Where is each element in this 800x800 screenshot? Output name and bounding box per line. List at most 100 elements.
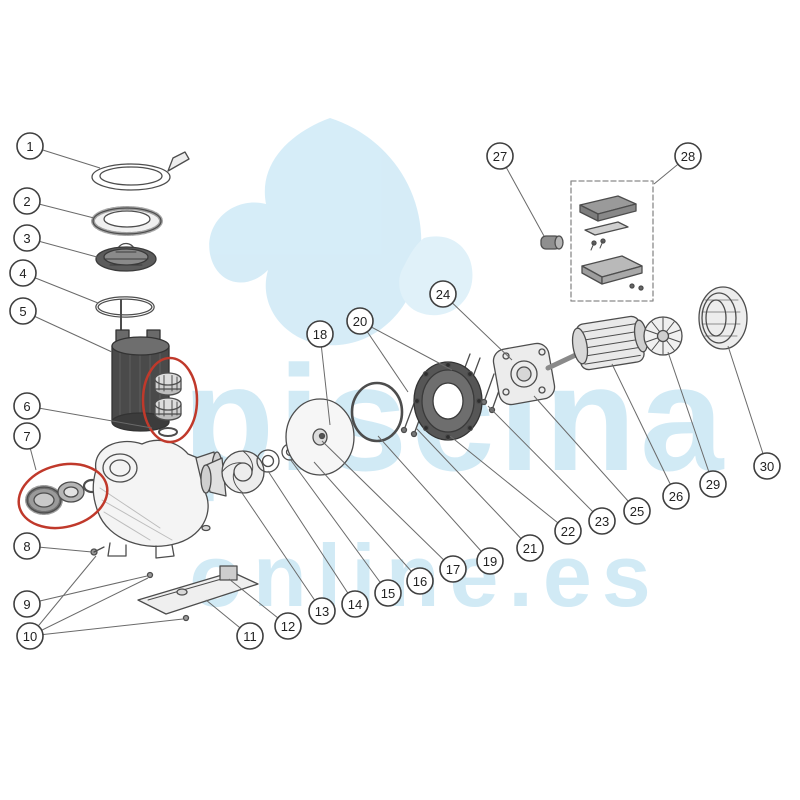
callout-25: 25 <box>623 497 651 525</box>
part-impeller <box>200 450 265 497</box>
svg-text:4: 4 <box>19 266 26 281</box>
highlight-ellipse <box>141 356 199 444</box>
leader-line-6 <box>26 405 153 429</box>
callout-13: 13 <box>308 597 336 625</box>
part-fan <box>643 316 683 356</box>
leader-line-5 <box>22 310 113 353</box>
part-lid-clamp <box>91 151 190 191</box>
part-motor-flange <box>492 342 556 406</box>
svg-text:16: 16 <box>413 574 427 589</box>
part-fasteners <box>90 524 211 622</box>
callout-1: 1 <box>16 132 44 160</box>
callout-24: 24 <box>429 280 457 308</box>
svg-text:9: 9 <box>23 597 30 612</box>
part-fan-cover <box>698 286 748 350</box>
part-terminal-box <box>570 180 654 302</box>
svg-text:10: 10 <box>23 629 37 644</box>
leader-line-15 <box>289 458 389 594</box>
leader-line-9 <box>26 575 148 605</box>
part-capacitor <box>540 235 564 250</box>
svg-text:21: 21 <box>523 541 537 556</box>
svg-text:23: 23 <box>595 514 609 529</box>
svg-text:30: 30 <box>760 459 774 474</box>
svg-text:5: 5 <box>19 304 26 319</box>
callout-12: 12 <box>274 612 302 640</box>
svg-text:22: 22 <box>561 524 575 539</box>
svg-text:26: 26 <box>669 489 683 504</box>
leader-line-17 <box>321 440 454 570</box>
part-body-gasket <box>350 381 404 443</box>
leader-line-30 <box>727 345 768 467</box>
callout-17: 17 <box>439 555 467 583</box>
callout-18: 18 <box>306 320 334 348</box>
callout-19: 19 <box>476 547 504 575</box>
part-base-plate <box>137 571 259 615</box>
callout-23: 23 <box>588 507 616 535</box>
svg-text:7: 7 <box>23 429 30 444</box>
leader-line-14 <box>267 470 356 605</box>
part-drain-plugs <box>154 372 182 437</box>
svg-text:3: 3 <box>23 231 30 246</box>
svg-text:27: 27 <box>493 149 507 164</box>
callout-4: 4 <box>9 259 37 287</box>
svg-text:8: 8 <box>23 539 30 554</box>
svg-text:1: 1 <box>26 139 33 154</box>
leader-line-23 <box>487 405 603 522</box>
leader-line-22 <box>449 435 569 532</box>
leader-line-19 <box>377 435 491 562</box>
part-seal-plate <box>413 361 483 441</box>
callout-14: 14 <box>341 590 369 618</box>
svg-text:12: 12 <box>281 619 295 634</box>
leader-line-10 <box>29 618 184 637</box>
part-strainer-basket <box>95 242 157 272</box>
leader-line-10 <box>29 577 149 637</box>
leader-line-27 <box>499 155 545 237</box>
leader-line-10 <box>29 555 97 637</box>
leader-line-29 <box>667 351 714 485</box>
leader-line-24 <box>442 293 513 361</box>
svg-text:29: 29 <box>706 477 720 492</box>
leader-line-20 <box>359 320 409 393</box>
svg-text:17: 17 <box>446 562 460 577</box>
callout-16: 16 <box>406 567 434 595</box>
callout-15: 15 <box>374 579 402 607</box>
svg-text:18: 18 <box>313 327 327 342</box>
callout-28: 28 <box>674 142 702 170</box>
highlights-layer <box>17 356 199 530</box>
highlight-ellipse <box>17 462 109 530</box>
part-mechanical-seal <box>256 449 280 473</box>
watermark-swirl <box>209 118 422 346</box>
callout-11: 11 <box>236 622 264 650</box>
svg-text:20: 20 <box>353 314 367 329</box>
leader-line-26 <box>611 363 677 497</box>
svg-text:2: 2 <box>23 194 30 209</box>
callout-3: 3 <box>13 224 41 252</box>
leader-line-13 <box>239 489 323 612</box>
leader-line-18 <box>319 333 331 426</box>
parts-layer <box>25 151 748 622</box>
svg-text:19: 19 <box>483 554 497 569</box>
part-spacer-block <box>219 565 238 581</box>
svg-text:13: 13 <box>315 604 329 619</box>
part-union-fitting <box>25 478 102 515</box>
callout-8: 8 <box>13 532 41 560</box>
part-lock-ring <box>91 206 163 236</box>
svg-text:25: 25 <box>630 504 644 519</box>
callout-20: 20 <box>346 307 374 335</box>
callout-2: 2 <box>13 187 41 215</box>
callout-10: 10 <box>16 622 44 650</box>
part-shaft-pin <box>318 432 326 440</box>
callout-26: 26 <box>662 482 690 510</box>
svg-text:24: 24 <box>436 287 450 302</box>
svg-text:28: 28 <box>681 149 695 164</box>
leader-line-25 <box>533 395 638 512</box>
callout-27: 27 <box>486 142 514 170</box>
svg-text:15: 15 <box>381 586 395 601</box>
callout-6: 6 <box>13 392 41 420</box>
leader-line-16 <box>313 461 421 582</box>
svg-text:11: 11 <box>243 629 257 644</box>
callout-21: 21 <box>516 534 544 562</box>
